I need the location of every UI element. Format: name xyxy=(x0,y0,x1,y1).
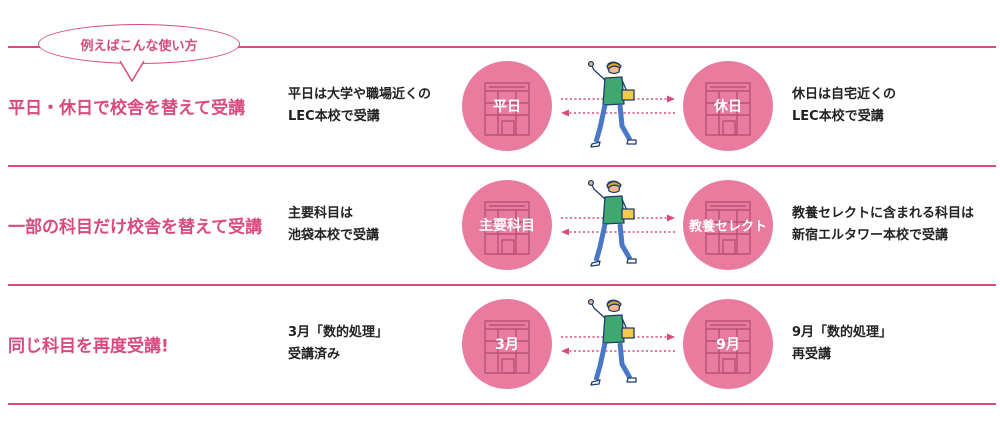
right-campus-circle: 休日 xyxy=(683,61,773,151)
left-desc-line-1: 主要科目は xyxy=(288,206,354,221)
left-circle-label: 主要科目 xyxy=(479,218,535,234)
left-desc-line-2: 池袋本校で受講 xyxy=(288,228,380,243)
bubble-label: 例えばこんな使い方 xyxy=(80,38,198,54)
left-campus-circle: 平日 xyxy=(462,61,552,151)
right-desc-line-2: LEC本校で受講 xyxy=(792,109,884,124)
building-icon xyxy=(705,201,751,255)
usage-row-weekday-holiday: 平日・休日で校舎を替えて受講 平日は大学や職場近くの LEC本校で受講 平日 休… xyxy=(0,46,1000,166)
right-description: 9月「数的処理」 再受講 xyxy=(792,322,892,366)
left-description: 平日は大学や職場近くの LEC本校で受講 xyxy=(288,84,431,128)
left-circle-label: 平日 xyxy=(493,99,521,115)
building-icon xyxy=(705,82,751,136)
left-desc-line-1: 平日は大学や職場近くの xyxy=(288,87,432,102)
left-desc-line-2: 受講済み xyxy=(288,347,341,362)
left-description: 主要科目は 池袋本校で受講 xyxy=(288,203,379,247)
row-title: 同じ科目を再度受講! xyxy=(8,336,169,357)
left-description: 3月「数的処理」 受講済み xyxy=(288,322,388,366)
building-icon xyxy=(484,201,530,255)
right-circle-label: 休日 xyxy=(714,99,742,115)
left-desc-line-1: 3月「数的処理」 xyxy=(288,325,389,340)
divider-bottom xyxy=(8,403,996,405)
right-desc-line-1: 9月「数的処理」 xyxy=(792,325,893,340)
right-desc-line-1: 教養セレクトに含まれる科目は xyxy=(792,206,975,221)
right-campus-circle: 教養セレクト xyxy=(683,180,773,270)
left-campus-circle: 主要科目 xyxy=(462,180,552,270)
row-title: 一部の科目だけ校舎を替えて受講 xyxy=(8,217,263,238)
left-desc-line-2: LEC本校で受講 xyxy=(288,109,380,124)
right-description: 教養セレクトに含まれる科目は 新宿エルタワー本校で受講 xyxy=(792,203,974,247)
usage-row-subject-split: 一部の科目だけ校舎を替えて受講 主要科目は 池袋本校で受講 主要科目 教養セレク… xyxy=(0,165,1000,285)
right-campus-circle: 9月 xyxy=(683,299,773,389)
usage-row-retake: 同じ科目を再度受講! 3月「数的処理」 受講済み 3月 9月 9月「数的処理」 … xyxy=(0,284,1000,404)
right-desc-line-2: 新宿エルタワー本校で受講 xyxy=(792,228,949,243)
right-circle-label: 9月 xyxy=(716,337,740,353)
divider-2 xyxy=(8,284,996,286)
building-icon xyxy=(484,320,530,374)
divider-top xyxy=(8,46,996,48)
walking-student-icon xyxy=(588,179,637,267)
right-desc-line-2: 再受講 xyxy=(792,347,832,362)
left-circle-label: 3月 xyxy=(495,337,519,353)
right-desc-line-1: 休日は自宅近くの xyxy=(792,87,897,102)
right-circle-label: 教養セレクト xyxy=(688,219,767,235)
bubble-tail xyxy=(119,61,145,83)
walking-student-icon xyxy=(588,60,637,148)
divider-1 xyxy=(8,165,996,167)
right-description: 休日は自宅近くの LEC本校で受講 xyxy=(792,84,896,128)
building-icon xyxy=(705,320,751,374)
row-title: 平日・休日で校舎を替えて受講 xyxy=(8,98,246,119)
walking-student-icon xyxy=(588,298,637,386)
example-usage-bubble: 例えばこんな使い方 xyxy=(38,24,240,64)
left-campus-circle: 3月 xyxy=(462,299,552,389)
building-icon xyxy=(484,82,530,136)
